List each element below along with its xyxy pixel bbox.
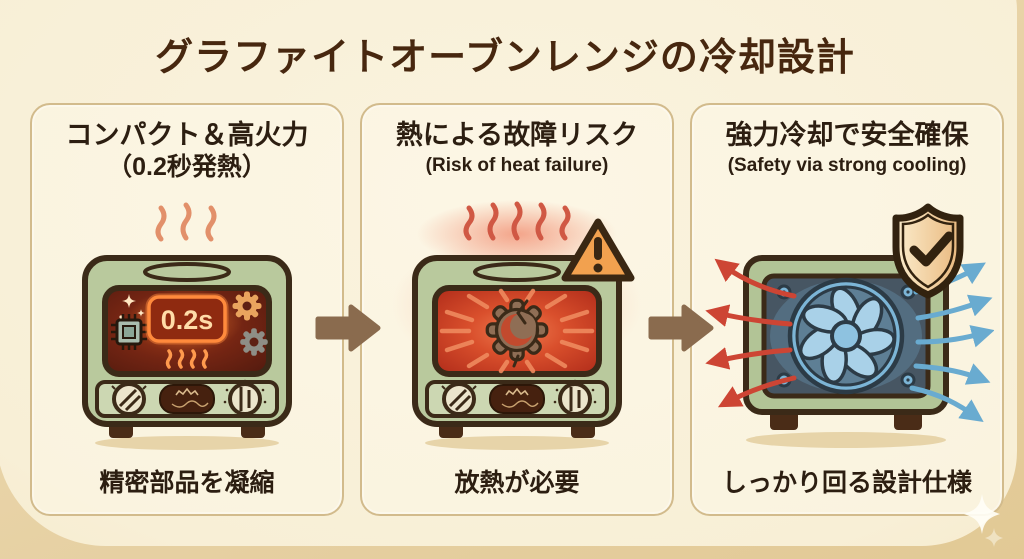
oven-handle — [473, 262, 561, 282]
knob-dial — [553, 379, 597, 416]
panel-2-heading: 熱による故障リスク — [395, 120, 639, 150]
oven-illustration-compact: 0.2s — [82, 202, 292, 450]
heat-rays — [439, 288, 595, 374]
panel-3-caption: しっかり回る設計仕様 — [721, 469, 972, 497]
panel-3-subheading: (Safety via strong cooling) — [727, 154, 967, 176]
hot-air-arrows — [705, 258, 797, 408]
oven-shadow — [746, 432, 946, 448]
heat-wave-icon — [463, 201, 571, 241]
panel-compact-high-power: コンパクト＆高火力 （0.2秒発熱） — [30, 103, 344, 516]
knob-dial — [111, 380, 147, 416]
panel-1-heading: コンパクト＆高火力 — [65, 120, 309, 150]
heat-wave-icon — [155, 202, 217, 242]
panel-3-header: 強力冷却で安全確保 (Safety via strong cooling) — [692, 119, 1002, 177]
oven-display-value: 0.2s — [161, 305, 214, 335]
oven-shadow — [425, 436, 609, 450]
knob-dial — [441, 380, 477, 416]
oven-illustration-overheat — [392, 200, 642, 450]
panel-2-header: 熱による故障リスク (Risk of heat failure) — [362, 119, 672, 177]
corner-sparkle-icon — [964, 494, 1003, 547]
panel-1-header: コンパクト＆高火力 （0.2秒発熱） — [32, 119, 342, 182]
cpu-chip-icon — [111, 314, 147, 350]
panel-1-subheading: （0.2秒発熱） — [107, 152, 267, 181]
warning-triangle-icon — [561, 218, 635, 282]
brand-plate — [159, 384, 215, 414]
cracked-gear-icon — [485, 298, 549, 368]
knob-dial — [223, 379, 267, 417]
flow-arrow-icon — [315, 304, 381, 352]
oven-shadow — [95, 436, 279, 450]
cooling-fan-illustration — [705, 203, 994, 448]
shield-check-icon — [892, 203, 964, 299]
flow-arrow-icon — [648, 304, 714, 352]
panel-1-caption: 精密部品を凝縮 — [99, 469, 275, 497]
panel-3-heading: 強力冷却で安全確保 — [725, 120, 969, 150]
gear-icon — [240, 328, 268, 356]
brand-plate — [489, 384, 545, 414]
panel-heat-failure-risk: 熱による故障リスク (Risk of heat failure) — [360, 103, 674, 516]
heat-wave-icon — [165, 349, 209, 369]
panel-2-subheading: (Risk of heat failure) — [425, 154, 609, 176]
gear-icon — [232, 291, 262, 321]
page-title: グラファイトオーブンレンジの冷却設計 — [155, 37, 855, 79]
timer-display: 0.2s — [145, 293, 229, 345]
oven-handle — [143, 262, 231, 282]
panel-cooling-safety: 強力冷却で安全確保 (Safety via strong cooling) — [690, 103, 1004, 516]
panel-2-caption: 放熱が必要 — [454, 469, 580, 497]
